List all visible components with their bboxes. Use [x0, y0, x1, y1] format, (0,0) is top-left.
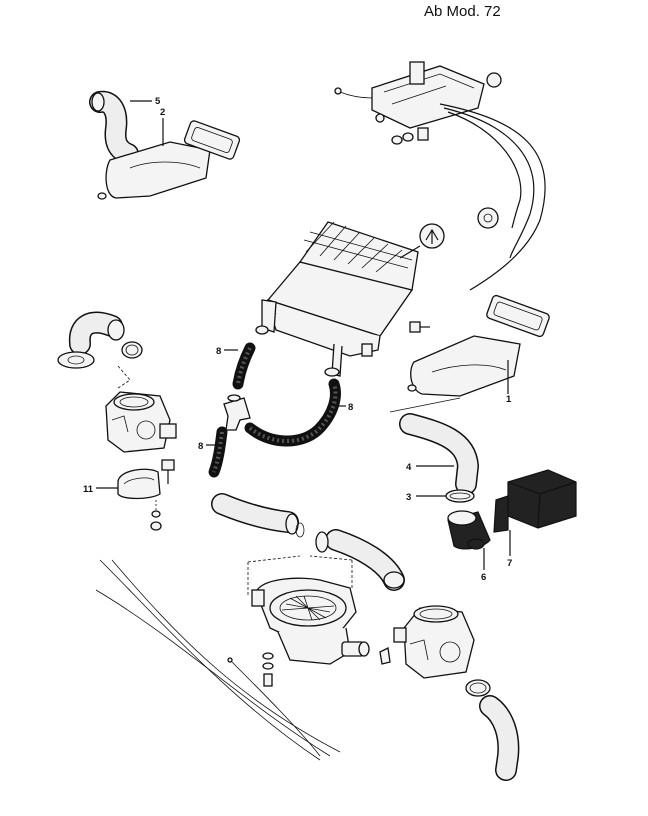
intake-duct-part-2	[97, 120, 241, 200]
light-hose-left	[211, 493, 299, 533]
heater-control-bracket	[334, 61, 502, 129]
left-elbow-hose	[68, 311, 125, 355]
bolt-washer-set-bottom	[262, 652, 274, 687]
heat-exchanger-box-part-7	[493, 469, 577, 533]
leader-1b	[389, 397, 461, 413]
callout-4: 4	[406, 462, 412, 473]
callout-5: 5	[155, 96, 161, 107]
callout-6: 6	[481, 572, 486, 583]
small-clip-center	[379, 647, 391, 665]
blower-housing	[251, 577, 370, 665]
right-carburetor	[393, 605, 475, 679]
grommet	[477, 207, 499, 229]
lower-right-hose	[479, 695, 520, 781]
lower-cables	[95, 559, 341, 761]
right-hose-clamp	[465, 679, 491, 697]
t-piece	[223, 394, 251, 431]
elbow-hose-part-5	[89, 90, 139, 165]
light-hose-right	[325, 529, 405, 591]
page-title: Ab Mod. 72	[424, 3, 501, 20]
leader-housing	[399, 245, 421, 259]
guide-dash-center	[247, 555, 353, 596]
hose-clamp-part-3	[445, 489, 475, 503]
dark-hose-long-part-8	[244, 378, 341, 447]
control-cables	[439, 103, 546, 291]
nut-washer-left	[150, 500, 162, 531]
callout-7: 7	[507, 558, 512, 569]
dark-hose-lower-part-8	[208, 426, 228, 478]
reference-arrow-icon	[419, 223, 445, 249]
flange-plate	[57, 351, 95, 369]
left-carburetor	[105, 391, 177, 453]
bolt-mid	[409, 321, 430, 333]
left-hose-clamp	[121, 341, 143, 359]
callout-8-right: 8	[348, 402, 353, 413]
callout-1: 1	[506, 394, 512, 405]
intake-duct-part-1	[407, 294, 550, 397]
filter-housing	[255, 221, 419, 377]
callout-3: 3	[406, 492, 411, 503]
bracket-part-11	[117, 459, 175, 500]
callout-2: 2	[160, 107, 165, 118]
hose-clamps-center	[285, 513, 329, 553]
clamp-sleeve-part-6	[447, 510, 491, 550]
callout-11: 11	[83, 484, 94, 495]
callout-8-upper: 8	[216, 346, 221, 357]
hose-part-4	[399, 413, 480, 495]
callout-8-lower: 8	[198, 441, 203, 452]
guide-dash-left	[117, 365, 131, 389]
dark-hose-upper-part-8	[232, 342, 256, 390]
bolt-washer-set-top	[391, 127, 429, 145]
